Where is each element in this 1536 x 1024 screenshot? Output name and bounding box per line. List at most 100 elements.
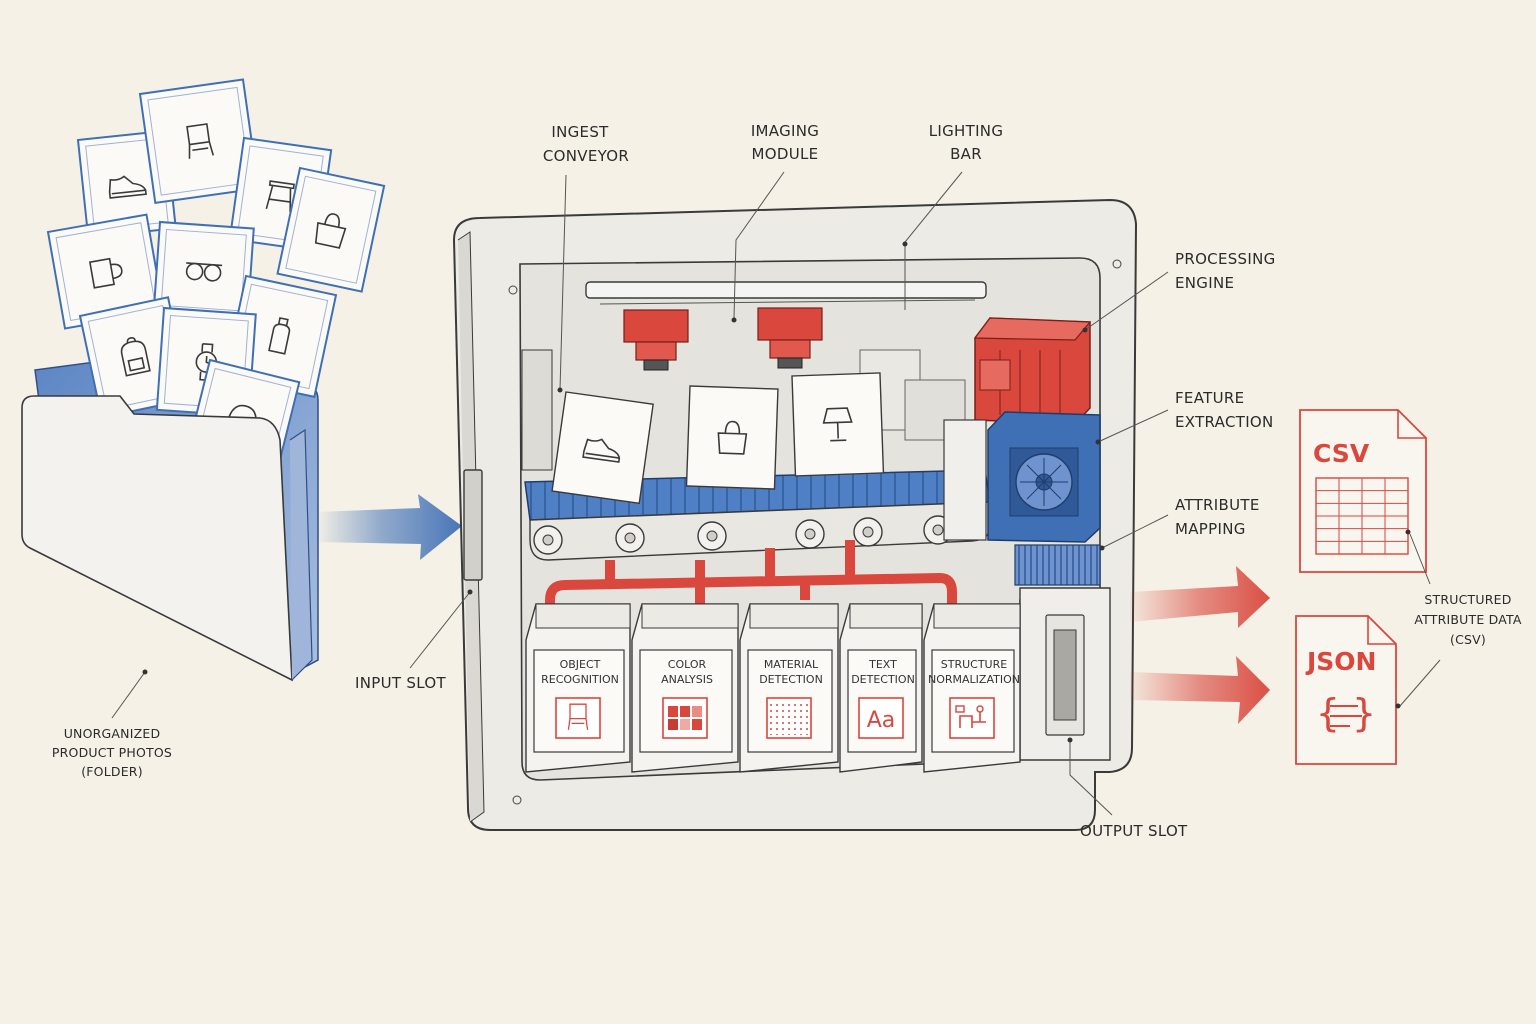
label-attribute-mapping-2: MAPPING (1175, 520, 1246, 538)
folder-edge (289, 428, 313, 681)
module-label: DETECTION (851, 673, 915, 686)
conveyor-photo (791, 372, 885, 477)
output-slot-opening (1053, 629, 1077, 721)
module-text-detection: TEXT DETECTION Aa (839, 603, 923, 773)
label-imaging-module-1: IMAGING (751, 122, 819, 140)
structured-data-label: STRUCTURED ATTRIBUTE DATA (CSV) (1395, 529, 1522, 709)
csv-file: CSV (1299, 409, 1427, 573)
conveyor-photo (685, 385, 779, 490)
lighting-bar (585, 281, 987, 299)
machine: OBJECT RECOGNITION COLOR ANALYSIS MATERIAL DE… (452, 198, 1138, 831)
processing-engine (973, 317, 1092, 425)
text-icon-glyph: Aa (867, 708, 896, 733)
processing-modules: OBJECT RECOGNITION COLOR ANALYSIS MATERIAL DE… (525, 603, 1021, 773)
leader-dot (1099, 545, 1105, 551)
folder-leader-dot (142, 669, 148, 675)
csv-table-icon (1315, 477, 1409, 555)
leader-dot (1067, 737, 1073, 743)
product-photo (152, 220, 255, 320)
leader-dot (731, 317, 737, 323)
leader-dot (557, 387, 563, 393)
structure-icon (949, 697, 995, 739)
leader-dot (467, 589, 473, 595)
folder-leader-line (111, 671, 146, 719)
side-panel (943, 419, 987, 541)
lamp-icon (822, 407, 853, 442)
label-ingest-conveyor-2: CONVEYOR (543, 147, 629, 165)
conveyor-photo (551, 391, 654, 505)
leader-ingest-conveyor (559, 174, 567, 391)
text-icon: Aa (858, 697, 904, 739)
leader-dot (1405, 529, 1411, 535)
backpack-icon (120, 337, 151, 377)
mug-icon (88, 257, 123, 289)
module-label: COLOR (668, 658, 707, 671)
imaging-camera-2 (757, 307, 823, 369)
folder-label: UNORGANIZED PRODUCT PHOTOS (FOLDER) (52, 669, 172, 779)
label-ingest-conveyor-1: INGEST (551, 123, 609, 141)
output-arrow-csv (1130, 566, 1270, 628)
output-arrow-json (1130, 656, 1270, 724)
leader-dot (1082, 327, 1088, 333)
structured-label-2: ATTRIBUTE DATA (1414, 612, 1521, 627)
label-feature-extraction-2: EXTRACTION (1175, 413, 1274, 431)
glasses-icon (185, 262, 223, 282)
feature-extraction-unit (987, 411, 1101, 543)
leader-imaging-module (733, 171, 785, 319)
module-object-recognition: OBJECT RECOGNITION (525, 603, 631, 773)
leader-dot (902, 241, 908, 247)
structured-label-3: (CSV) (1450, 632, 1486, 647)
module-label: MATERIAL (764, 658, 819, 671)
leader-structured-csv (1409, 533, 1431, 585)
product-photo (276, 166, 386, 293)
json-file-label: JSON (1305, 647, 1376, 676)
module-material-detection: MATERIAL DETECTION (739, 603, 839, 773)
leader-input-slot (409, 591, 471, 669)
leader-dot (1095, 439, 1101, 445)
structured-label-1: STRUCTURED (1424, 592, 1511, 607)
imaging-camera-1 (623, 309, 689, 371)
shoe-icon (582, 438, 621, 463)
folder-label-line2: PRODUCT PHOTOS (52, 745, 172, 760)
label-lighting-bar-1: LIGHTING (929, 122, 1004, 140)
module-label: DETECTION (759, 673, 823, 686)
screw-icon (512, 795, 522, 805)
folder-label-line3: (FOLDER) (81, 764, 143, 779)
label-imaging-module-2: MODULE (752, 145, 819, 163)
json-file-icon (1295, 615, 1397, 765)
handbag-icon (717, 420, 748, 455)
conveyor-bracket (521, 349, 553, 471)
screw-icon (1112, 259, 1122, 269)
screw-icon (508, 285, 518, 295)
label-attribute-mapping-1: ATTRIBUTE (1175, 496, 1260, 514)
label-feature-extraction-1: FEATURE (1175, 389, 1244, 407)
module-label: ANALYSIS (661, 673, 713, 686)
shoe-icon (108, 175, 147, 199)
leader-dot (1395, 703, 1401, 709)
leader-structured-json (1399, 659, 1441, 707)
label-input-slot: INPUT SLOT (355, 674, 446, 692)
module-label: OBJECT (560, 658, 601, 671)
module-label: RECOGNITION (541, 673, 619, 686)
module-label: STRUCTURE (941, 658, 1007, 671)
module-label: TEXT (868, 658, 897, 671)
label-output-slot: OUTPUT SLOT (1080, 822, 1188, 840)
label-processing-engine-2: ENGINE (1175, 274, 1234, 292)
input-arrow (315, 494, 462, 560)
handbag-icon (314, 213, 347, 249)
input-slot (463, 469, 483, 581)
conveyor-rollers (533, 515, 953, 555)
product-photo (138, 78, 260, 205)
machine-labels: INGEST CONVEYOR IMAGING MODULE LIGHTING … (355, 122, 1275, 840)
leader-output-slot (1069, 740, 1113, 816)
conveyor-items (551, 372, 885, 505)
stool-icon (265, 180, 295, 213)
bottle-icon (268, 317, 291, 355)
module-color-analysis: COLOR ANALYSIS (631, 603, 739, 773)
leader-feature-extraction (1097, 409, 1169, 443)
leader-attribute-mapping (1101, 514, 1169, 549)
photo-folder (21, 78, 386, 682)
json-braces-icon: { } (1316, 691, 1376, 735)
